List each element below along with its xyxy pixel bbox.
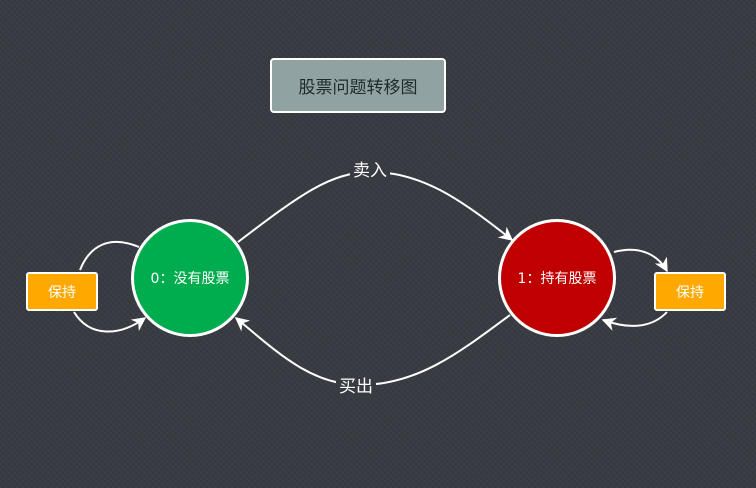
state-no-stock-label: 0：没有股票 <box>150 271 230 287</box>
hold-loop-left <box>79 241 140 271</box>
hold-loop-right-return <box>601 311 668 331</box>
buy-edge-label: 卖入 <box>350 161 390 181</box>
hold-node-right-label: 保持 <box>676 284 704 301</box>
diagram-title: 股票问题转移图 <box>270 58 446 113</box>
state-no-stock: 0：没有股票 <box>131 219 249 337</box>
hold-node-right: 保持 <box>654 272 726 311</box>
hold-node-left-label: 保持 <box>48 284 76 301</box>
hold-loop-right <box>613 248 668 273</box>
hold-node-left: 保持 <box>26 272 98 311</box>
hold-loop-left-return <box>73 311 147 333</box>
state-holding-stock: 1：持有股票 <box>498 219 616 337</box>
state-holding-stock-label: 1：持有股票 <box>517 271 597 287</box>
sell-edge-label: 买出 <box>336 377 376 397</box>
sell-edge <box>234 314 511 387</box>
buy-edge <box>237 170 514 243</box>
